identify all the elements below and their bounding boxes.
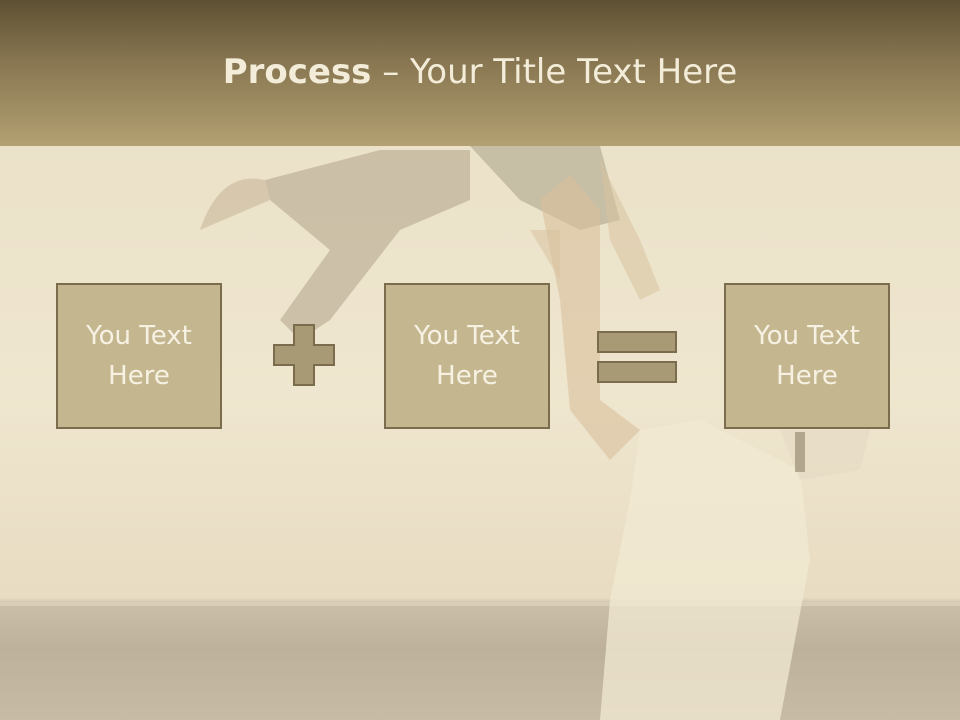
sea-strip (0, 602, 960, 720)
text-box-1[interactable]: You Text Here (56, 283, 222, 429)
equals-icon (597, 331, 677, 383)
title-bar (0, 0, 960, 146)
title-bold: Process (222, 52, 372, 92)
text-box-2[interactable]: You Text Here (384, 283, 550, 429)
text-box-3[interactable]: You Text Here (724, 283, 890, 429)
plus-icon (273, 324, 335, 386)
horizon-line (0, 602, 960, 606)
text-box-2-label: You Text Here (414, 321, 520, 391)
text-box-3-label: You Text Here (754, 321, 860, 391)
text-box-1-label: You Text Here (86, 321, 192, 391)
title-rest: – Your Title Text Here (371, 52, 738, 92)
slide-title[interactable]: Process – Your Title Text Here (0, 52, 960, 92)
